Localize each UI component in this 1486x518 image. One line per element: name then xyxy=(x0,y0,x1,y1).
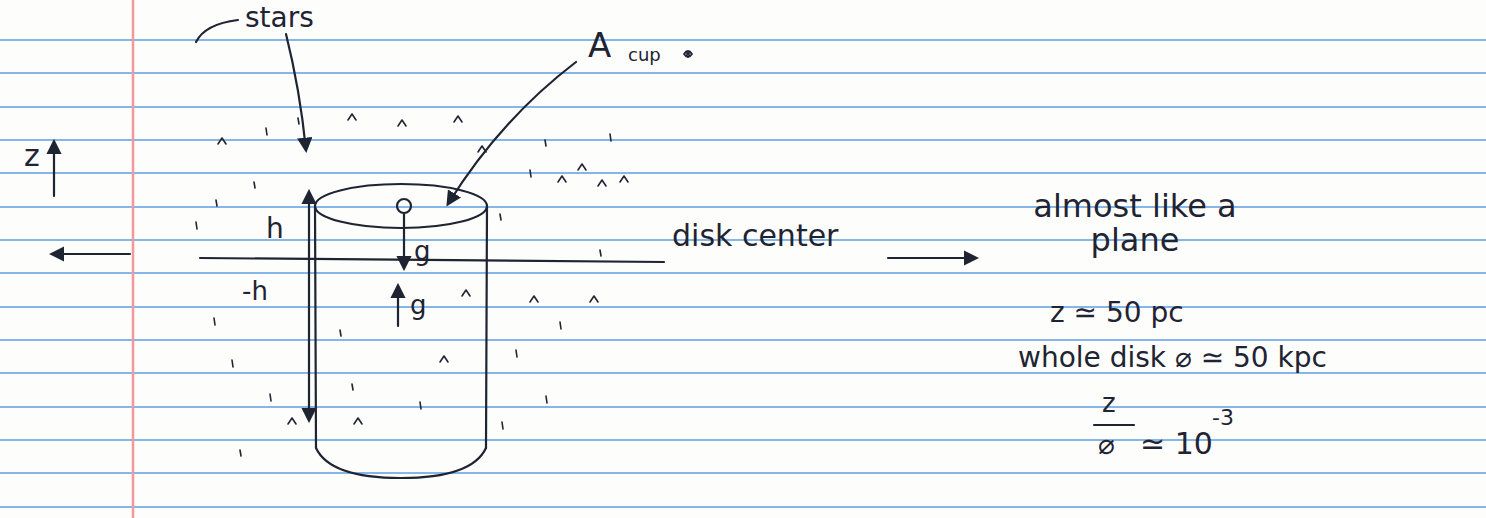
cylinder xyxy=(315,184,487,478)
disk-plane-line xyxy=(200,258,664,262)
axis-label: z xyxy=(24,140,40,172)
dimension-label: -h xyxy=(242,278,268,305)
gravity-arrow-up xyxy=(397,286,399,326)
stars-leader xyxy=(196,20,238,42)
ruled-lines xyxy=(0,40,1486,507)
note-arrow xyxy=(888,257,976,259)
plane-label: disk center xyxy=(672,220,838,252)
area-leader xyxy=(448,62,576,204)
stars-arrow xyxy=(286,34,306,150)
force-label: g xyxy=(410,292,427,319)
gravity-arrow-down xyxy=(403,214,405,268)
subscript: cup xyxy=(628,46,661,65)
test-mass xyxy=(397,199,411,213)
note-text: whole disk ⌀ ≃ 50 kpc xyxy=(1018,343,1327,372)
height-arrow xyxy=(308,192,310,420)
z-axis-arrow xyxy=(53,142,55,196)
note-text: almost like a plane xyxy=(985,190,1285,257)
area-symbol: A xyxy=(588,28,611,64)
dimension-label: h xyxy=(266,214,284,243)
star-marks xyxy=(196,114,628,456)
fraction-numerator: z xyxy=(1102,390,1116,417)
note-text: ≃ 10 xyxy=(1140,428,1213,460)
fraction-bar xyxy=(1094,424,1134,426)
force-label: g xyxy=(414,238,431,265)
note-text: z ≃ 50 pc xyxy=(1050,298,1184,327)
fraction-denominator: ⌀ xyxy=(1098,430,1115,459)
exponent: -3 xyxy=(1212,406,1234,429)
note-label: stars xyxy=(245,3,314,32)
scribble xyxy=(684,51,692,57)
margin-line xyxy=(132,0,135,518)
radial-arrow xyxy=(52,253,130,255)
